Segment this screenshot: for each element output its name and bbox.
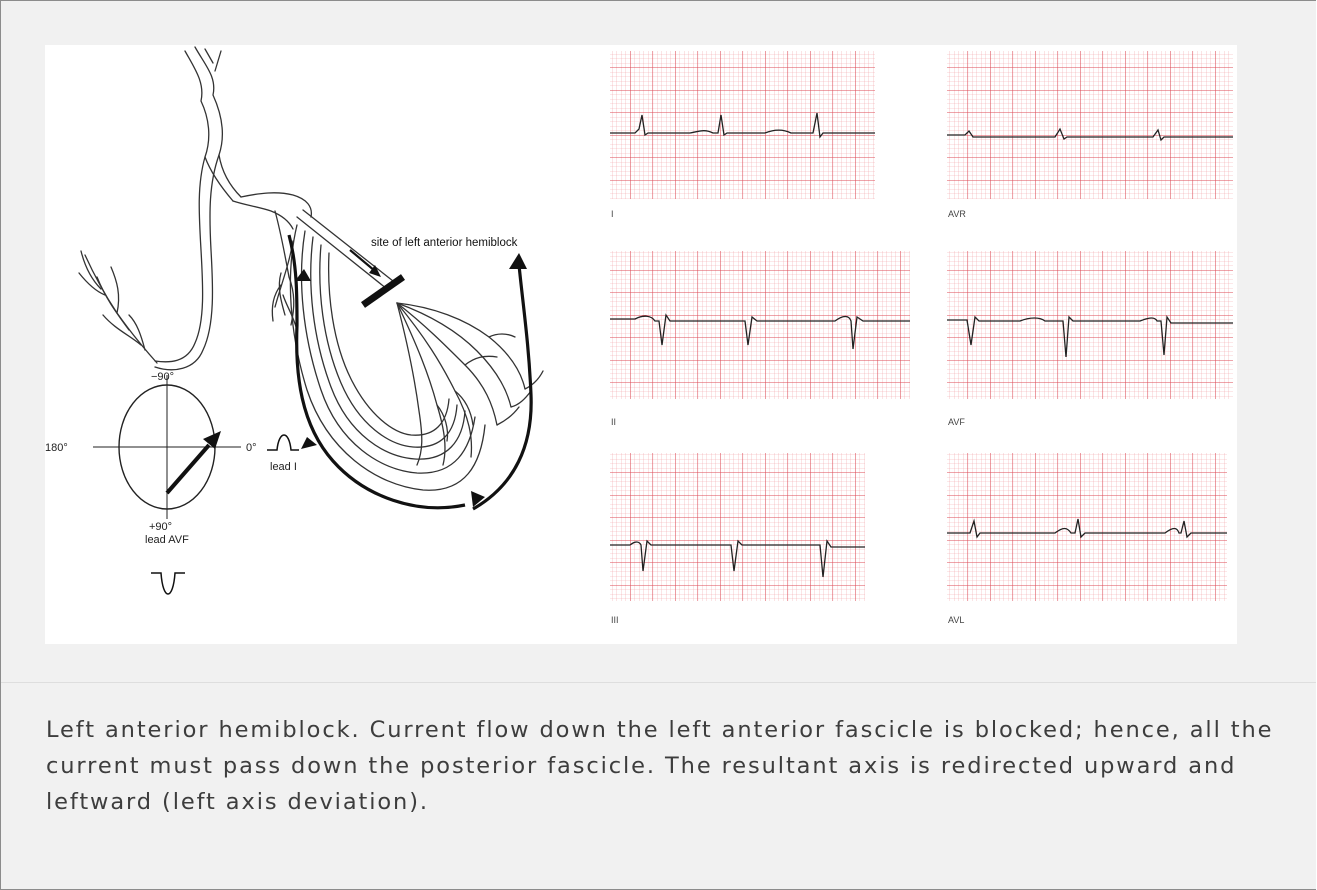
figure-area: site of left anterior hemiblock −90° xyxy=(1,1,1316,682)
figure-image: site of left anterior hemiblock −90° xyxy=(45,45,1237,644)
ecg-strip-iii xyxy=(610,453,865,601)
axis-bottom-label: +90° xyxy=(149,521,172,533)
ecg-label-avl: AVL xyxy=(948,615,964,625)
ecg-label-avr: AVR xyxy=(948,209,966,219)
axis-left-label: 180° xyxy=(45,442,68,454)
axis-top-label: −90° xyxy=(151,371,174,383)
lead-avf-complex-icon xyxy=(151,573,185,594)
arrowhead-down-icon xyxy=(295,269,311,281)
ecg-label-iii: III xyxy=(611,615,619,625)
lead-i-complex-icon xyxy=(267,435,299,450)
ecg-strip-avr xyxy=(947,51,1233,199)
lead-avf-label: lead AVF xyxy=(145,534,189,546)
arrowhead-down-icon xyxy=(301,437,317,449)
lead-i-label: lead I xyxy=(270,461,297,473)
ecg-strip-avl xyxy=(947,453,1227,601)
axis-diagram xyxy=(93,375,241,519)
ecg-strip-i xyxy=(610,51,875,199)
ecg-strip-avf xyxy=(947,251,1233,399)
ecg-strip-ii xyxy=(610,251,910,399)
ecg-label-i: I xyxy=(611,209,614,219)
figure-caption: Left anterior hemiblock. Current flow do… xyxy=(46,712,1286,820)
site-label: site of left anterior hemiblock xyxy=(371,237,518,249)
ecg-label-avf: AVF xyxy=(948,417,965,427)
axis-right-label: 0° xyxy=(246,442,257,454)
caption-divider xyxy=(1,682,1316,683)
arrowhead-up-icon xyxy=(509,253,527,269)
ecg-label-ii: II xyxy=(611,417,616,427)
block-site-bar xyxy=(363,277,403,305)
